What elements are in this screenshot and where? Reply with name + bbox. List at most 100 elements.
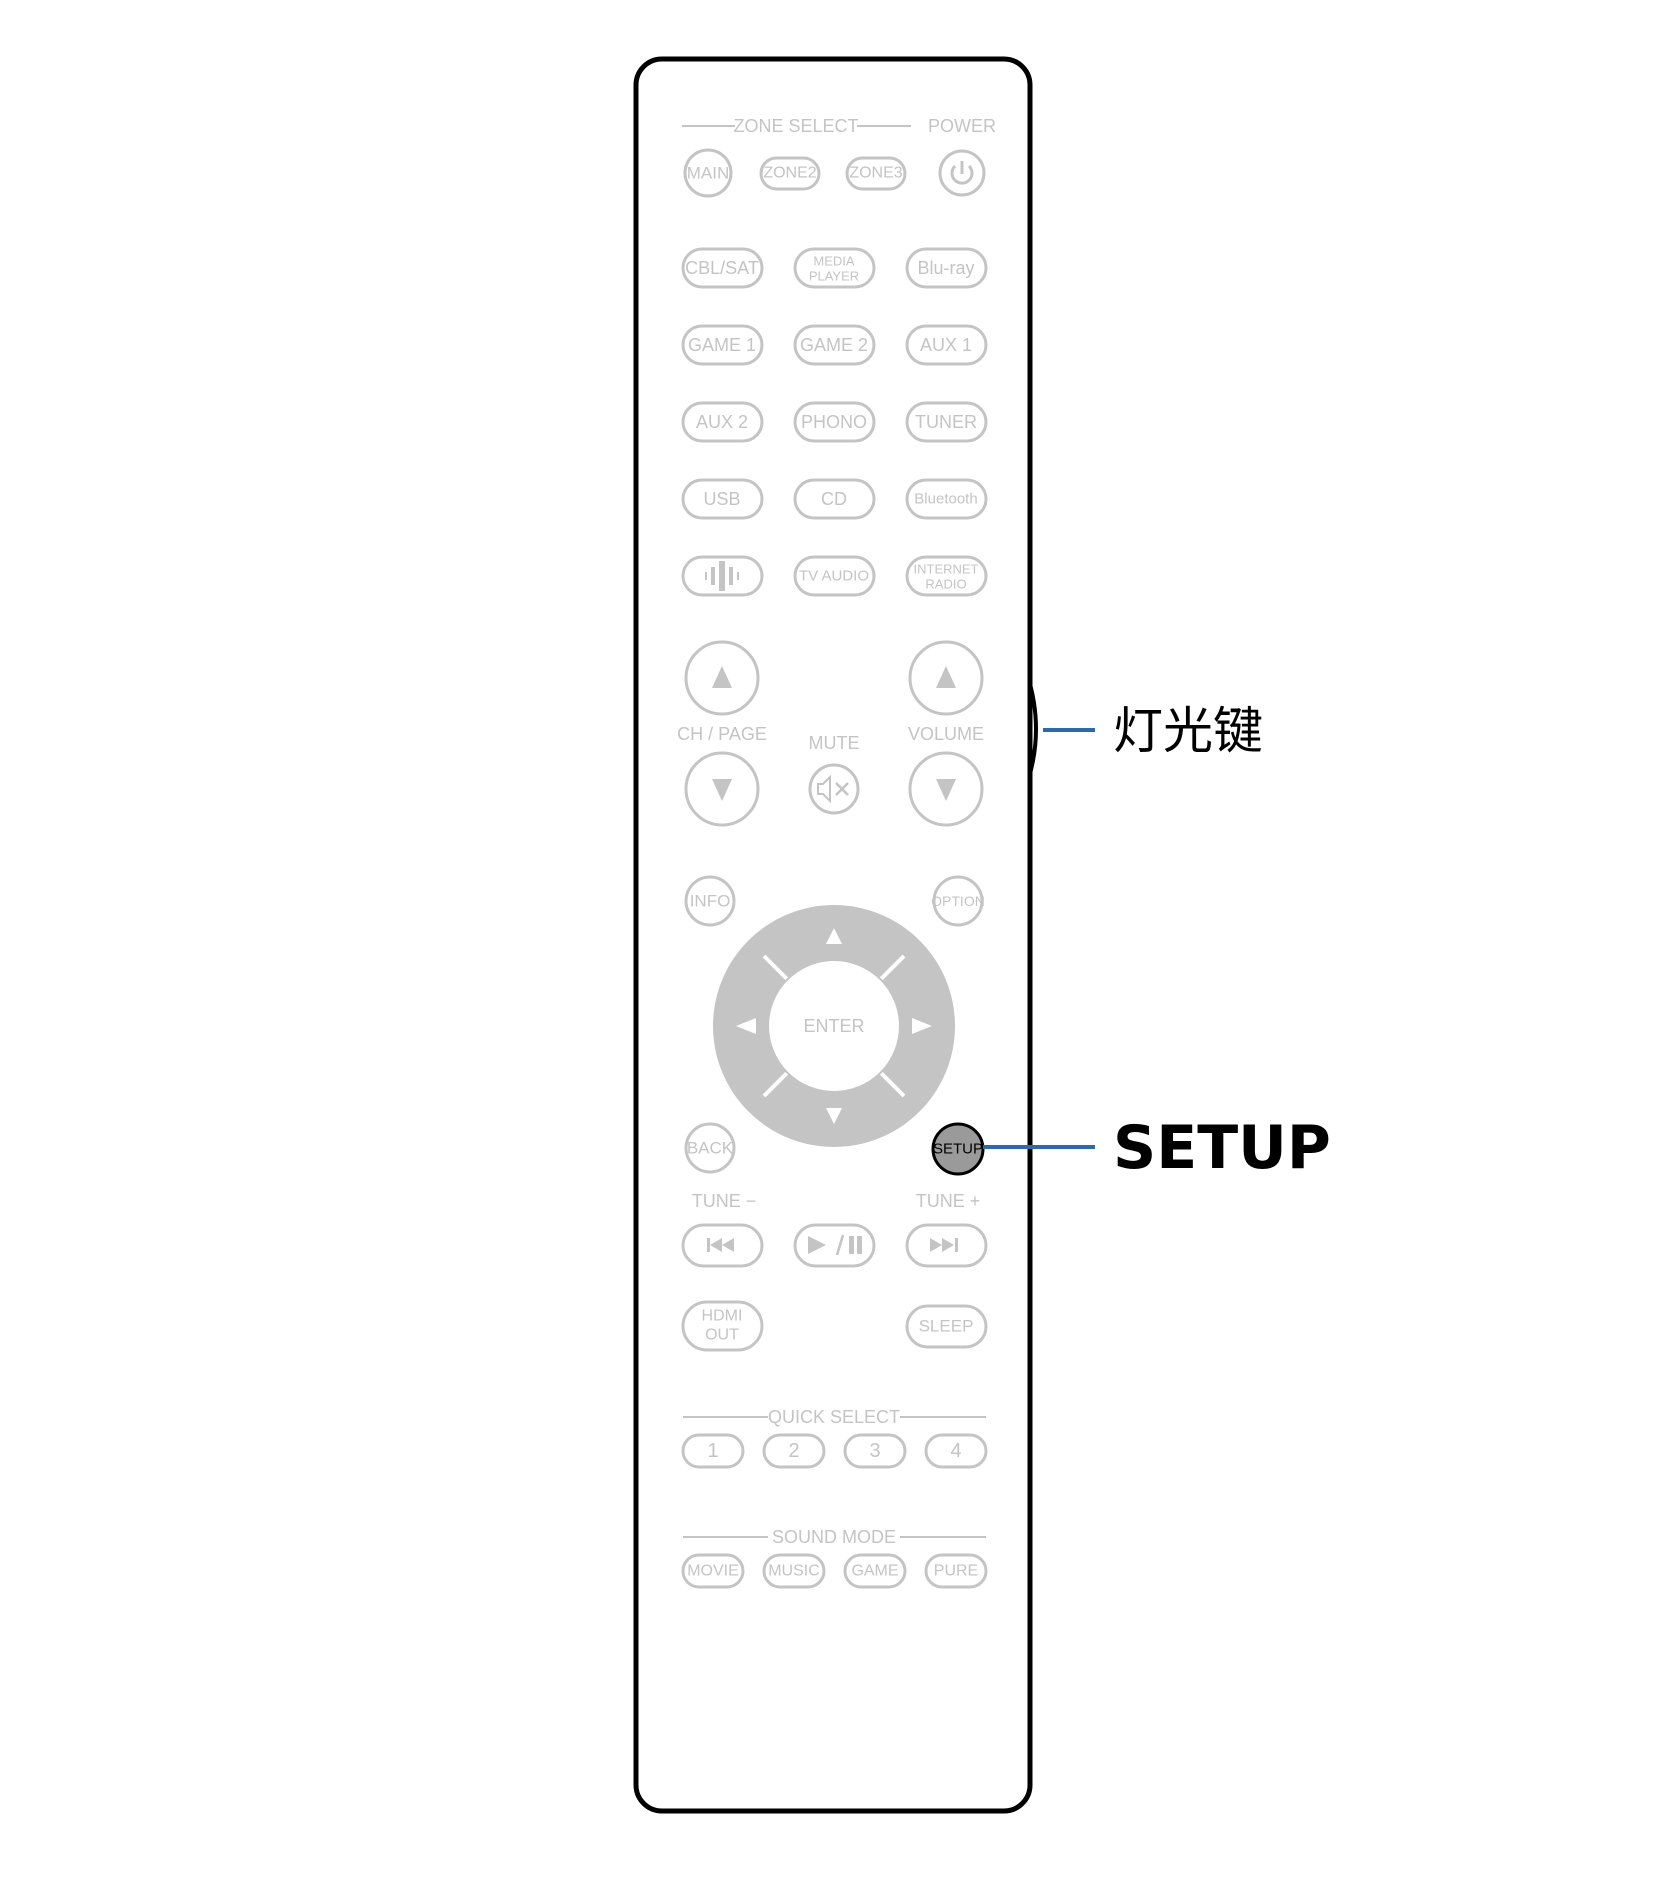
phono-button[interactable]: PHONO <box>793 401 876 443</box>
quick-select-4-button[interactable]: 4 <box>924 1433 988 1469</box>
power-button[interactable] <box>938 149 986 197</box>
movie-label: MOVIE <box>687 1563 739 1580</box>
setup-button[interactable]: SETUP <box>931 1122 985 1176</box>
left-arrow-icon <box>736 1018 756 1034</box>
info-button[interactable]: INFO <box>684 875 736 927</box>
next-icon <box>930 1238 958 1252</box>
media-player-label-1: MEDIA <box>813 254 855 269</box>
up-arrow-icon <box>712 666 732 688</box>
aux1-button[interactable]: AUX 1 <box>905 324 988 366</box>
quick-select-3-button[interactable]: 3 <box>843 1433 907 1469</box>
power-heading: POWER <box>928 116 996 136</box>
main-button[interactable]: MAIN <box>683 148 733 198</box>
mute-icon <box>817 774 849 804</box>
zone3-button[interactable]: ZONE3 <box>845 156 907 191</box>
hdmi-out-label-1: HDMI <box>702 1308 743 1325</box>
game2-button[interactable]: GAME 2 <box>793 324 876 366</box>
ch-page-down-button[interactable] <box>684 751 760 827</box>
pure-button[interactable]: PURE <box>924 1553 988 1589</box>
internet-radio-label-2: RADIO <box>925 577 966 592</box>
cbl-sat-label: CBL/SAT <box>685 258 759 278</box>
mute-button[interactable] <box>808 763 860 815</box>
tuner-button[interactable]: TUNER <box>905 401 988 443</box>
back-button[interactable]: BACK <box>684 1122 736 1174</box>
zone3-button-label: ZONE3 <box>849 165 902 182</box>
music-button[interactable]: MUSIC <box>762 1553 826 1589</box>
music-label: MUSIC <box>768 1563 820 1580</box>
info-label: INFO <box>690 892 731 911</box>
bluetooth-button[interactable]: Bluetooth <box>905 478 988 520</box>
sleep-button[interactable]: SLEEP <box>905 1304 988 1349</box>
zone2-button-label: ZONE2 <box>763 165 816 182</box>
right-arrow-icon <box>912 1018 932 1034</box>
ch-page-up-button[interactable] <box>684 640 760 716</box>
quick-select-heading: QUICK SELECT <box>768 1407 900 1427</box>
light-key-callout-label: 灯光键 <box>1113 702 1263 760</box>
main-button-label: MAIN <box>687 164 730 183</box>
heos-button[interactable] <box>681 555 764 597</box>
aux2-button[interactable]: AUX 2 <box>681 401 764 443</box>
quick-select-4-label: 4 <box>950 1440 961 1462</box>
next-button[interactable] <box>905 1223 988 1268</box>
quick-select-1-label: 1 <box>707 1440 718 1462</box>
previous-icon <box>707 1238 734 1252</box>
up-arrow-icon <box>936 666 956 688</box>
play-pause-button[interactable] <box>793 1223 876 1268</box>
cd-button[interactable]: CD <box>793 478 876 520</box>
bluetooth-label: Bluetooth <box>914 491 977 508</box>
internet-radio-label-1: INTERNET <box>914 562 979 577</box>
sound-mode-heading: SOUND MODE <box>772 1527 896 1547</box>
cd-label: CD <box>821 489 847 509</box>
bluray-label: Blu-ray <box>917 258 974 278</box>
game1-label: GAME 1 <box>688 335 756 355</box>
tune-plus-label: TUNE + <box>916 1191 981 1211</box>
zone2-button[interactable]: ZONE2 <box>759 156 821 191</box>
option-button[interactable]: OPTION <box>931 875 985 927</box>
game-button[interactable]: GAME <box>843 1553 907 1589</box>
bluray-button[interactable]: Blu-ray <box>905 247 988 289</box>
internet-radio-button[interactable]: INTERNET RADIO <box>905 555 988 597</box>
down-arrow-icon <box>712 779 732 801</box>
pure-label: PURE <box>934 1563 978 1580</box>
sleep-label: SLEEP <box>919 1317 974 1336</box>
game2-label: GAME 2 <box>800 335 868 355</box>
up-arrow-icon <box>826 928 842 944</box>
quick-select-1-button[interactable]: 1 <box>681 1433 745 1469</box>
media-player-button[interactable]: MEDIA PLAYER <box>793 247 876 289</box>
aux2-label: AUX 2 <box>696 412 748 432</box>
volume-down-button[interactable] <box>908 751 984 827</box>
play-pause-icon <box>808 1234 862 1256</box>
setup-button-label: SETUP <box>933 1141 983 1158</box>
down-arrow-icon <box>826 1108 842 1124</box>
enter-label: ENTER <box>803 1016 864 1036</box>
quick-select-2-button[interactable]: 2 <box>762 1433 826 1469</box>
volume-label: VOLUME <box>908 724 984 744</box>
tv-audio-label: TV AUDIO <box>799 568 869 585</box>
tv-audio-button[interactable]: TV AUDIO <box>793 555 876 597</box>
heos-icon <box>705 561 739 591</box>
quick-select-3-label: 3 <box>869 1440 880 1462</box>
volume-up-button[interactable] <box>908 640 984 716</box>
power-icon <box>950 161 974 185</box>
phono-label: PHONO <box>801 412 867 432</box>
hdmi-out-label-2: OUT <box>705 1327 739 1344</box>
game-label: GAME <box>851 1563 898 1580</box>
mute-label: MUTE <box>809 733 860 753</box>
setup-callout-label: SETUP <box>1113 1113 1331 1183</box>
back-label: BACK <box>687 1139 734 1158</box>
cbl-sat-button[interactable]: CBL/SAT <box>681 247 764 289</box>
enter-button[interactable]: ENTER <box>767 959 901 1093</box>
option-label: OPTION <box>931 893 985 909</box>
down-arrow-icon <box>936 779 956 801</box>
aux1-label: AUX 1 <box>920 335 972 355</box>
previous-button[interactable] <box>681 1223 764 1268</box>
hdmi-out-button[interactable]: HDMI OUT <box>681 1300 764 1352</box>
movie-button[interactable]: MOVIE <box>681 1553 745 1589</box>
usb-label: USB <box>703 489 740 509</box>
game1-button[interactable]: GAME 1 <box>681 324 764 366</box>
usb-button[interactable]: USB <box>681 478 764 520</box>
zone-select-heading: ZONE SELECT <box>733 116 858 136</box>
media-player-label-2: PLAYER <box>809 269 859 284</box>
ch-page-label: CH / PAGE <box>677 724 767 744</box>
